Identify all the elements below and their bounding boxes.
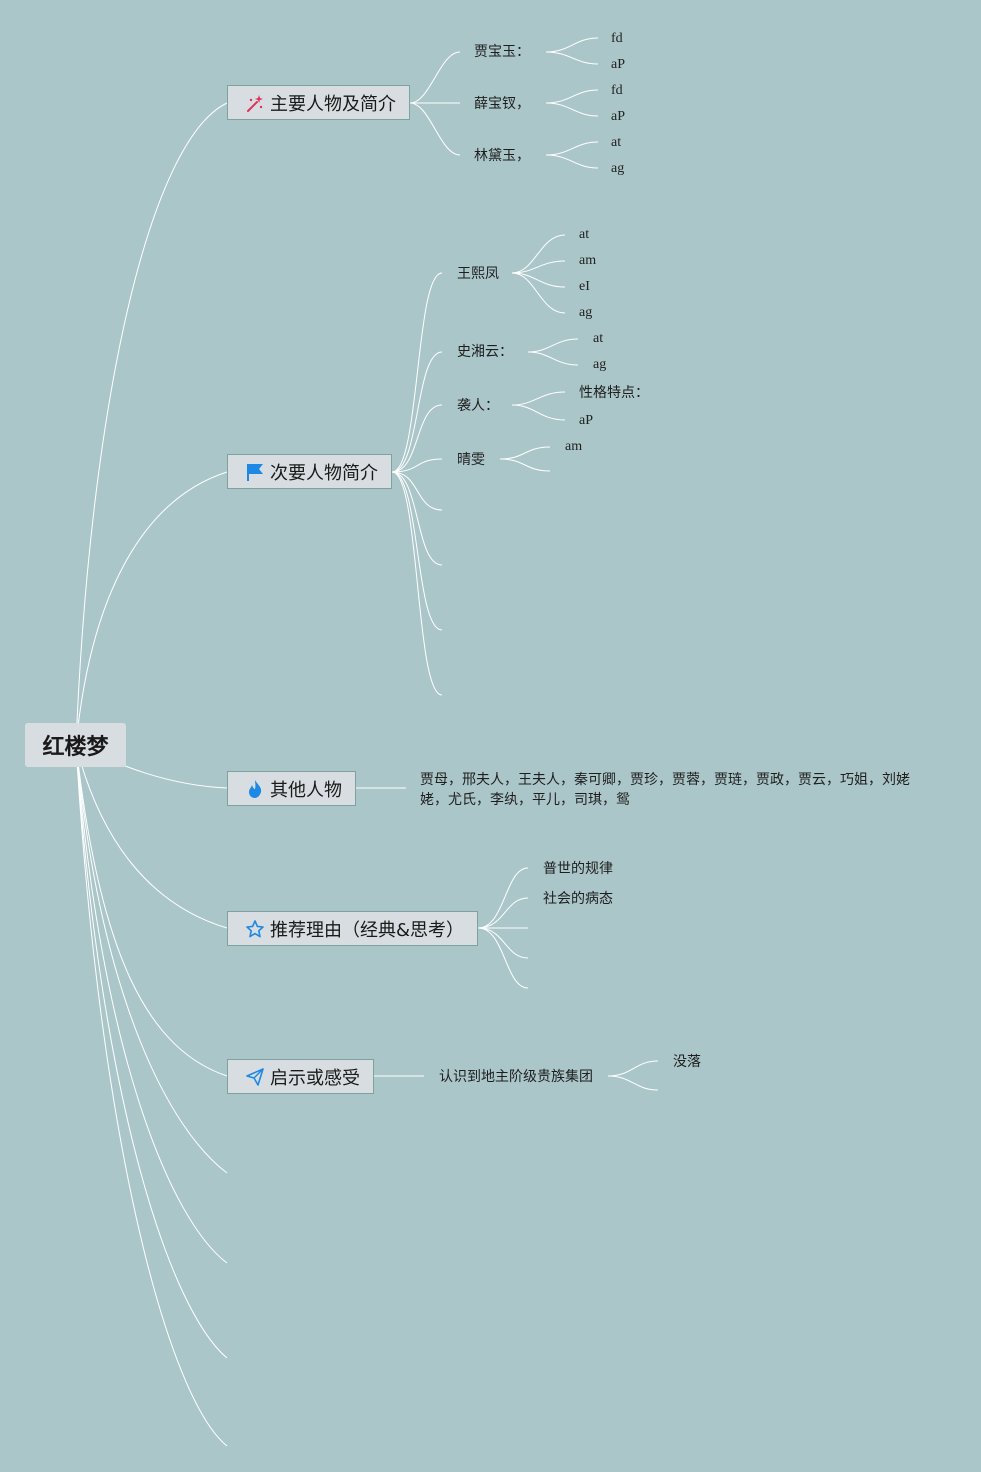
- subtopic-lin-daiyu[interactable]: 林黛玉，: [474, 148, 530, 164]
- leaf-text[interactable]: ag: [611, 161, 625, 176]
- magic-wand-icon: [244, 92, 266, 114]
- topic-label: 推荐理由（经典&思考）: [270, 919, 465, 941]
- leaf-text[interactable]: aP: [611, 109, 625, 124]
- leaf-text[interactable]: am: [565, 439, 583, 454]
- insight-item[interactable]: 认识到地主阶级贵族集团: [439, 1069, 593, 1085]
- subtopic-shi-xiangyun[interactable]: 史湘云：: [457, 344, 513, 360]
- leaf-text[interactable]: aP: [611, 57, 625, 72]
- other-characters-list[interactable]: 贾母，邢夫人，王夫人，秦可卿，贾珍，贾蓉，贾琏，贾政，贾云，巧姐，刘姥姥，尤氏，…: [420, 772, 910, 808]
- topic-label: 其他人物: [270, 779, 342, 801]
- topic-recommendation-reasons[interactable]: 推荐理由（经典&思考）: [227, 911, 478, 946]
- leaf-text[interactable]: at: [611, 135, 622, 150]
- leaf-text[interactable]: aP: [579, 413, 593, 428]
- star-icon: [244, 918, 266, 940]
- leaf-text[interactable]: fd: [611, 83, 623, 98]
- topic-label: 启示或感受: [270, 1067, 360, 1089]
- leaf-text[interactable]: at: [579, 227, 590, 242]
- leaf-text[interactable]: ag: [579, 305, 593, 320]
- topic-label: 次要人物简介: [270, 462, 378, 484]
- reason-item[interactable]: 普世的规律: [543, 861, 613, 877]
- topic-minor-characters[interactable]: 次要人物简介: [227, 454, 392, 489]
- leaf-text[interactable]: fd: [611, 31, 623, 46]
- flame-icon: [244, 778, 266, 800]
- subtopic-xue-baochai[interactable]: 薛宝钗，: [474, 96, 530, 112]
- root-topic[interactable]: 红楼梦: [25, 723, 126, 767]
- topic-insights[interactable]: 启示或感受: [227, 1059, 374, 1094]
- flag-icon: [244, 461, 266, 483]
- topic-label: 主要人物及简介: [270, 93, 396, 115]
- subtopic-xiren[interactable]: 袭人：: [457, 398, 499, 414]
- reason-item[interactable]: 社会的病态: [543, 891, 613, 907]
- leaf-text[interactable]: am: [579, 253, 597, 268]
- topic-other-characters[interactable]: 其他人物: [227, 771, 356, 806]
- paper-plane-icon: [244, 1066, 266, 1088]
- insight-leaf[interactable]: 没落: [673, 1054, 701, 1070]
- leaf-text[interactable]: eI: [579, 279, 590, 294]
- subtopic-wang-xifeng[interactable]: 王熙凤: [457, 266, 499, 282]
- subtopic-qingwen[interactable]: 晴雯: [457, 452, 485, 468]
- leaf-text[interactable]: ag: [593, 357, 607, 372]
- topic-main-characters[interactable]: 主要人物及简介: [227, 85, 410, 120]
- leaf-text[interactable]: at: [593, 331, 604, 346]
- subtopic-jia-baoyu[interactable]: 贾宝玉：: [474, 44, 530, 60]
- leaf-text[interactable]: 性格特点：: [579, 385, 649, 401]
